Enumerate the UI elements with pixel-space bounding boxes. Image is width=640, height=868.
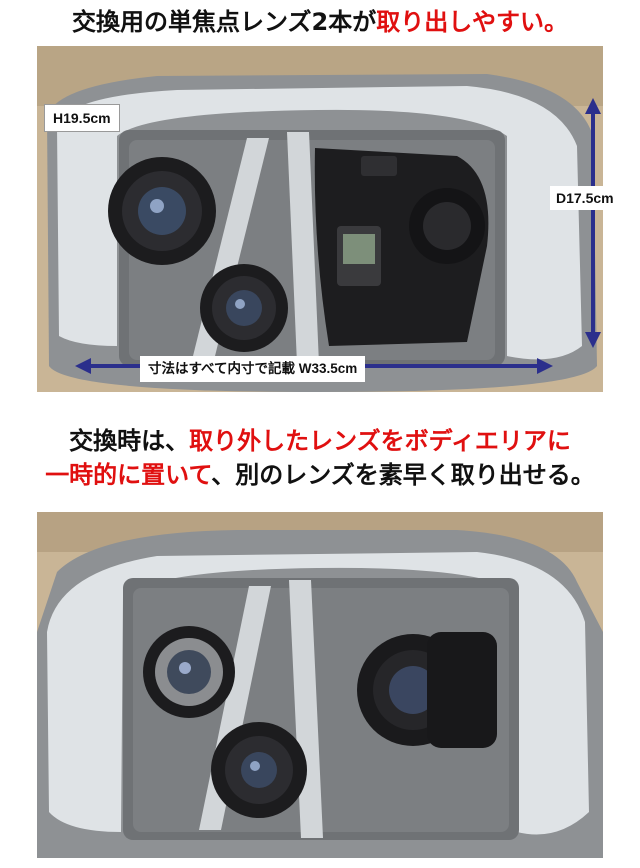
headline-top-highlight: 取り出しやすい。 — [376, 8, 568, 36]
bag-illustration-top — [37, 46, 603, 392]
dimension-arrow-vertical — [585, 98, 601, 348]
bag-illustration-bottom — [37, 512, 603, 858]
height-label: H19.5cm — [44, 104, 120, 132]
headline-mid-line2: 一時的に置いて、別のレンズを素早く取り出せる。 — [0, 458, 640, 492]
headline-mid-line1: 交換時は、取り外したレンズをボディエリアに — [0, 424, 640, 458]
depth-label: D17.5cm — [550, 186, 620, 210]
headline-mid: 交換時は、取り外したレンズをボディエリアに 一時的に置いて、別のレンズを素早く取… — [0, 424, 640, 492]
width-label: 寸法はすべて内寸で記載 W33.5cm — [140, 356, 366, 382]
headline-mid-line2-plain: 、別のレンズを素早く取り出せる。 — [211, 461, 595, 489]
headline-mid-line1-plain: 交換時は、 — [69, 427, 190, 455]
headline-mid-line2-highlight: 一時的に置いて — [45, 461, 212, 489]
headline-top: 交換用の単焦点レンズ2本が取り出しやすい。 — [0, 6, 640, 38]
photo-bag-lens-swap — [37, 512, 603, 858]
headline-mid-line1-highlight: 取り外したレンズをボディエリアに — [189, 427, 571, 455]
photo-bag-with-camera — [37, 46, 603, 392]
headline-top-plain: 交換用の単焦点レンズ2本が — [72, 8, 377, 36]
